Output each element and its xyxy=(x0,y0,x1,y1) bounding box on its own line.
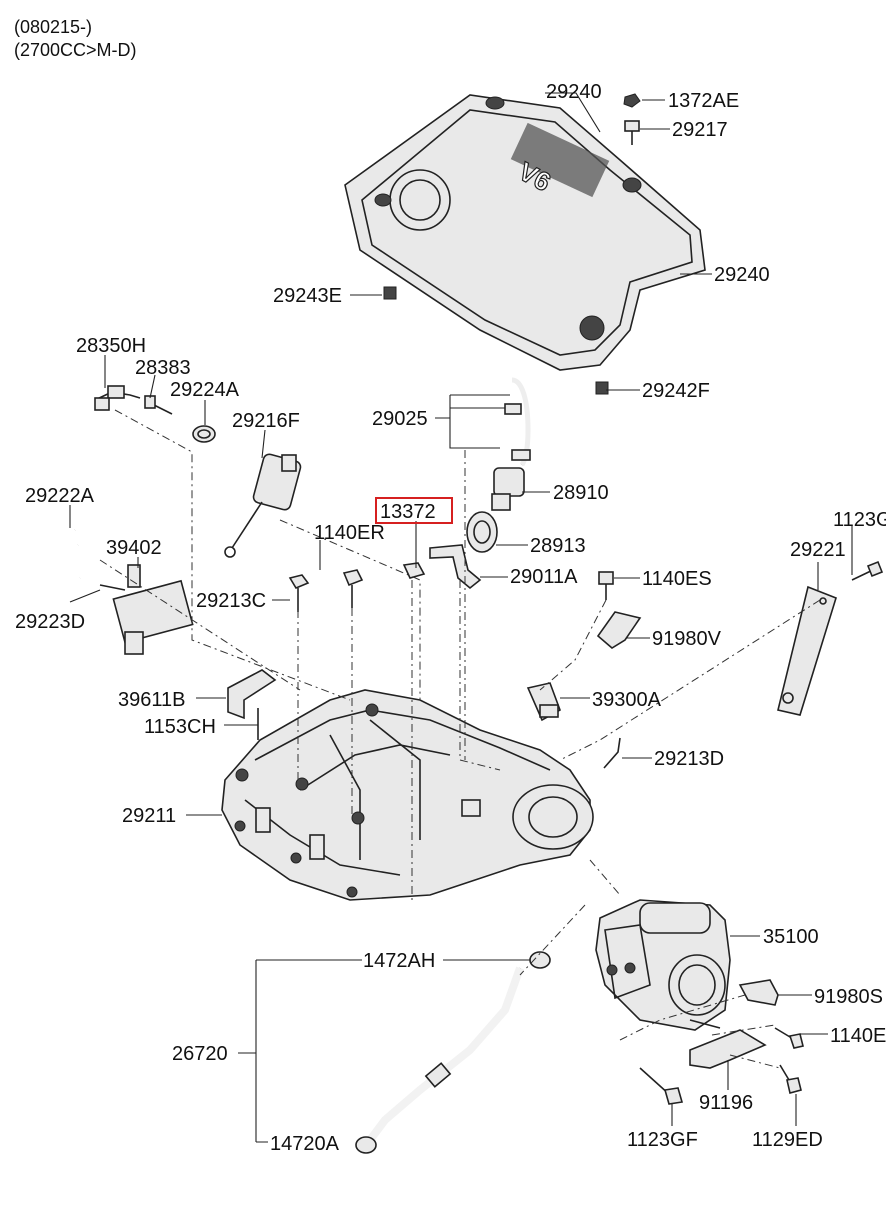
hose-29222A xyxy=(46,528,79,552)
label-28910[interactable]: 28910 xyxy=(553,482,609,504)
bolt-29213C xyxy=(288,574,310,612)
label-1129ED[interactable]: 1129ED xyxy=(752,1129,823,1151)
label-39300A[interactable]: 39300A xyxy=(592,689,662,711)
leader-lines xyxy=(69,92,853,1143)
label-1372AE[interactable]: 1372AE xyxy=(668,90,739,112)
label-39402[interactable]: 39402 xyxy=(106,537,162,559)
label-28913[interactable]: 28913 xyxy=(530,535,586,557)
hose-fitting-28350H xyxy=(94,385,141,411)
bracket-39611B xyxy=(227,669,277,720)
solenoid-valve-39402 xyxy=(99,564,194,655)
clamp-29224A xyxy=(192,425,216,443)
label-35100[interactable]: 35100 xyxy=(763,926,819,948)
label-29222A[interactable]: 29222A xyxy=(25,485,95,507)
relationship-lines xyxy=(99,409,821,1069)
label-1123G-top[interactable]: 1123G xyxy=(833,509,886,531)
label-29240-top[interactable]: 29240 xyxy=(546,81,602,103)
label-29216F[interactable]: 29216F xyxy=(232,410,300,432)
cover-grommet-left xyxy=(383,286,397,300)
label-29221[interactable]: 29221 xyxy=(790,539,846,561)
label-28350H[interactable]: 28350H xyxy=(76,335,146,357)
actuator-29216F xyxy=(224,453,302,558)
label-29025[interactable]: 29025 xyxy=(372,408,428,430)
label-29224A[interactable]: 29224A xyxy=(170,379,240,401)
label-29211[interactable]: 29211 xyxy=(122,805,176,827)
header-date-range: (080215-) xyxy=(14,17,92,37)
bolt-1140ER xyxy=(342,569,364,608)
label-29223D[interactable]: 29223D xyxy=(15,611,85,633)
bolt-1123G-top xyxy=(851,560,884,581)
cover-grommet-bottom xyxy=(595,381,609,395)
bolt-1123GF xyxy=(639,1067,684,1105)
bolt-1140ES xyxy=(598,571,614,600)
cover-grille xyxy=(510,122,610,198)
label-1140ER[interactable]: 1140ER xyxy=(314,522,385,544)
bolt-1129ED xyxy=(779,1064,802,1094)
pcv-hose-29025 xyxy=(504,377,531,467)
label-91980V[interactable]: 91980V xyxy=(652,628,722,650)
bracket-91980V xyxy=(596,611,642,649)
sensor-39300A xyxy=(526,682,561,722)
label-39611B[interactable]: 39611B xyxy=(118,689,185,711)
label-1140E[interactable]: 1140E xyxy=(830,1025,886,1047)
label-91196[interactable]: 91196 xyxy=(699,1092,753,1114)
engine-cover: V6 xyxy=(344,94,706,371)
label-14720A[interactable]: 14720A xyxy=(270,1133,340,1155)
clamp-1472AH xyxy=(529,951,551,969)
label-1123GF[interactable]: 1123GF xyxy=(627,1129,698,1151)
cover-nut xyxy=(623,93,641,108)
hose-29213D xyxy=(603,737,621,769)
bracket-91980S xyxy=(738,979,779,1006)
clamp-14720A xyxy=(355,1136,377,1154)
bracket-29221 xyxy=(777,585,837,716)
header-engine-spec: (2700CC>M-D) xyxy=(14,40,137,60)
bracket-29011A xyxy=(429,544,482,590)
label-26720[interactable]: 26720 xyxy=(172,1043,228,1065)
label-29242F[interactable]: 29242F xyxy=(642,380,710,402)
label-29213C[interactable]: 29213C xyxy=(196,590,266,612)
label-1472AH[interactable]: 1472AH xyxy=(363,950,435,972)
cover-bolt xyxy=(624,120,640,145)
label-91980S[interactable]: 91980S xyxy=(814,986,883,1008)
label-1153CH[interactable]: 1153CH xyxy=(144,716,216,738)
part-labels: 29240 1372AE 29217 29240 29243E 29242F 2… xyxy=(15,81,886,1155)
throttle-body-35100 xyxy=(595,899,731,1031)
label-29240-side[interactable]: 29240 xyxy=(714,264,770,286)
label-29243E[interactable]: 29243E xyxy=(273,285,342,307)
pcv-valve-28910 xyxy=(491,467,525,511)
label-1140ES[interactable]: 1140ES xyxy=(642,568,712,590)
vacuum-fitting-28383 xyxy=(144,395,173,415)
throttle-flange xyxy=(512,784,594,850)
nut-13372 xyxy=(402,562,426,579)
grommet-28913 xyxy=(466,511,498,553)
hose-26720 xyxy=(366,966,524,1143)
bracket-91196 xyxy=(689,1029,767,1069)
bolt-1140E xyxy=(774,1027,804,1049)
label-29217[interactable]: 29217 xyxy=(672,119,728,141)
highlight-box-13372 xyxy=(375,497,453,524)
label-29011A[interactable]: 29011A xyxy=(510,566,578,588)
hose-29223D xyxy=(44,565,81,584)
label-29213D[interactable]: 29213D xyxy=(654,748,724,770)
label-13372[interactable]: 13372 xyxy=(380,501,436,523)
label-28383[interactable]: 28383 xyxy=(135,357,191,379)
intake-manifold-29211 xyxy=(221,689,591,901)
